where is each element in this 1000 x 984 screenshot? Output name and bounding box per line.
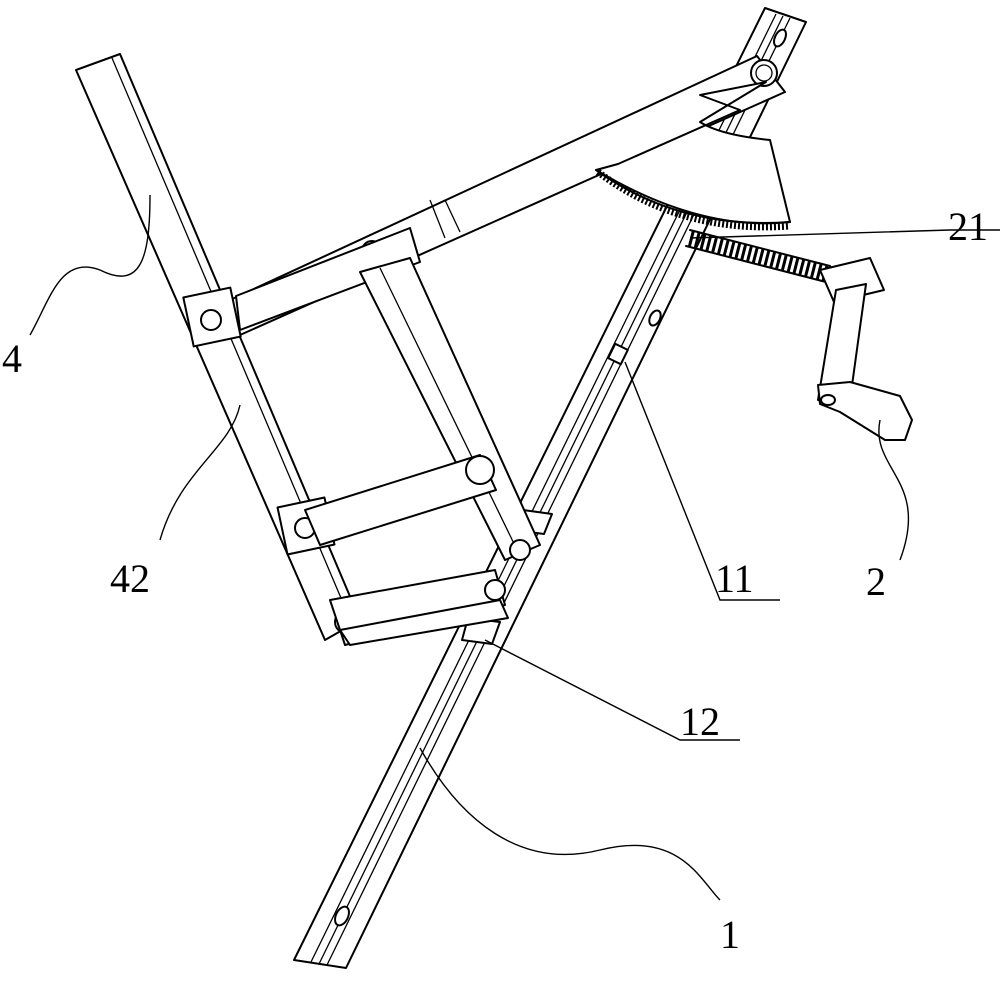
crank-handle-2 (818, 258, 912, 440)
leader-11 (625, 362, 780, 600)
leader-1 (420, 748, 720, 900)
callout-42: 42 (110, 556, 150, 601)
callout-21: 21 (948, 204, 988, 249)
pivot-arm-upper (201, 310, 221, 330)
callout-11: 11 (715, 556, 754, 601)
sash-arm-4 (76, 54, 360, 640)
pivot-link-slider (510, 540, 530, 560)
pivot-link-lower (485, 580, 505, 600)
leader-4 (30, 195, 150, 335)
callout-2: 2 (866, 559, 886, 604)
callout-1: 1 (720, 912, 740, 957)
leader-42 (160, 405, 240, 540)
callout-12: 12 (680, 699, 720, 744)
callout-4: 4 (2, 336, 22, 381)
pivot-link-mid (466, 456, 494, 484)
